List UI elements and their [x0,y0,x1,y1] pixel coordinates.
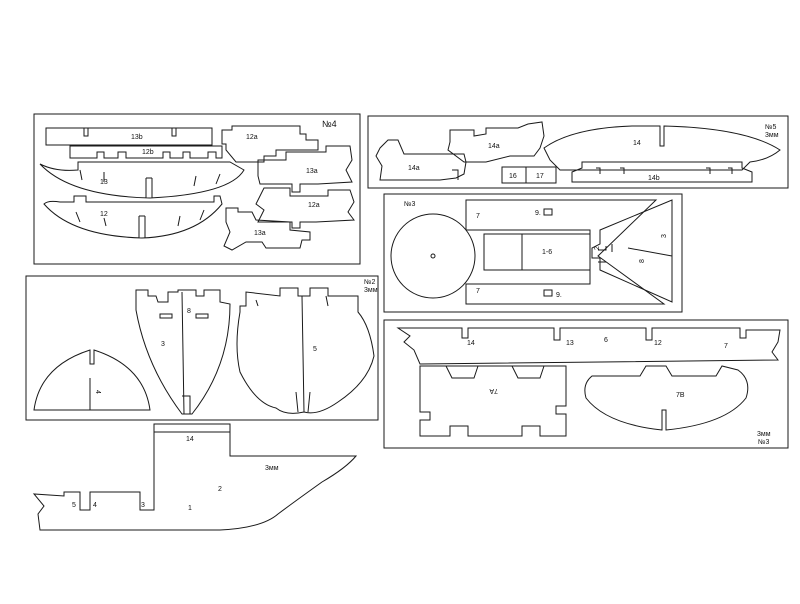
label-h4: 4 [93,502,97,509]
sheet-5: №5 3мм 14a 14a 14 14b 16 17 [367,115,789,189]
label-13b: 13b [131,134,143,141]
label-12a-mid: 12a [308,202,320,209]
label-9-top: 9. [535,210,541,217]
part-3-8-frame [135,289,231,415]
part-12a-mid [255,187,355,229]
sheet-3a-border [383,193,683,313]
label-h2: 2 [218,486,222,493]
part-14a-left [375,139,467,181]
part-17-box [525,166,557,184]
part-13a-low [223,207,311,251]
label-13a-low: 13a [254,230,266,237]
sheet-2-border [25,275,379,421]
part-14 [543,125,781,171]
part-4-arch [33,349,151,411]
label-14: 14 [633,140,641,147]
label-9-bottom: 9. [556,292,562,299]
label-8-right: 8 [639,259,646,263]
wedge-part [591,199,673,303]
part-14b [571,161,753,183]
sheet-2-thickness: 3мм [364,287,378,294]
sheet-3b-thickness: 3мм [757,431,771,438]
label-7-top: 7 [476,213,480,220]
label-k14: 14 [467,340,475,347]
part-12 [43,195,223,239]
label-k7: 7 [724,343,728,350]
label-2: 2 [594,246,601,250]
label-4: 4 [94,390,101,394]
sheet-5-border [367,115,789,189]
sheet-5-thickness: 3мм [765,132,779,139]
label-17: 17 [536,173,544,180]
part-13a-right [257,145,353,193]
sheet-3b-border [383,319,789,449]
sheet-4-number: №4 [322,119,337,129]
label-16: 16 [509,173,517,180]
hull-side-piece: 14 2 3мм 5 4 3 1 [32,423,358,531]
sheet-3b-number: №3 [758,439,770,446]
part-7b [584,365,749,431]
disc-center-hole [430,253,436,259]
label-13: 13 [100,179,108,186]
part-7a [419,365,567,437]
label-5-frame: 5 [313,346,317,353]
label-h5: 5 [72,502,76,509]
label-k12: 12 [654,340,662,347]
sheet-2: №2 3мм 4 8 3 5 [25,275,379,421]
sheet-3a-number: №3 [404,201,416,208]
part-5-frame [236,287,375,414]
slot-9-top [543,208,553,216]
label-8-frame: 8 [187,308,191,315]
sheet-5-number: №5 [765,124,777,131]
slot-9-bottom [543,289,553,297]
keel-strip [396,327,781,365]
part-13 [39,161,245,199]
label-3-frame: 3 [161,341,165,348]
label-12b: 12b [142,149,154,156]
label-k13: 13 [566,340,574,347]
label-7-bottom: 7 [476,288,480,295]
label-h14: 14 [186,436,194,443]
part-12b [69,145,223,159]
label-13a-right: 13a [306,168,318,175]
part-13b [45,127,213,146]
round-disc [390,213,476,299]
label-12: 12 [100,211,108,218]
sheet-4: №4 13b 12b 13 12 12a 13a 12a 13a [33,113,361,265]
label-7b: 7B [676,392,685,399]
label-14a-left: 14a [408,165,420,172]
label-3-right: 3 [661,234,668,238]
sheet-4-border [33,113,361,265]
label-h3mm: 3мм [265,465,279,472]
label-h1: 1 [188,505,192,512]
label-1-6: 1-6 [542,249,552,256]
label-h3: 3 [141,502,145,509]
label-12a-top: 12a [246,134,258,141]
sheet-3-deck: №3 7 9. 1-6 7 9. 2 3 8 [383,193,683,313]
sheet-3-keel: 3мм №3 14 13 6 12 7 7A 7B [383,319,789,449]
sheet-2-number: №2 [364,279,376,286]
label-14b: 14b [648,175,660,182]
label-7a: 7A [489,387,498,394]
part-14a-right [447,121,545,163]
label-14a-right: 14a [488,143,500,150]
label-k6: 6 [604,337,608,344]
deck-plate [465,199,666,305]
hull-side-outline [32,423,358,531]
part-12a-top [221,125,319,163]
